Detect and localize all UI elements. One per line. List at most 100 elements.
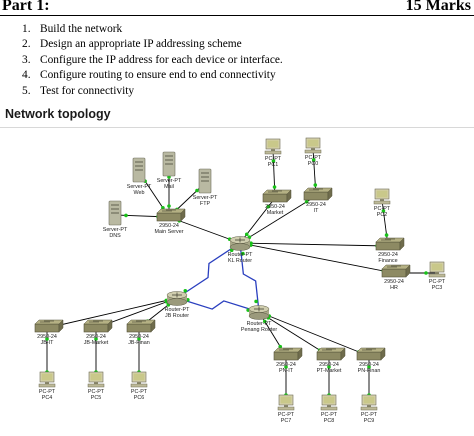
device-name-label: Main Server [154,229,183,235]
link-status-dot [195,188,199,193]
task-text: Build the network [40,23,123,35]
device-name-label: PC9 [364,418,375,424]
link-status-dot [241,251,245,256]
device-name-label: JB Router [165,313,189,319]
task-number: 1. [22,23,31,35]
link-status-dot [313,183,318,187]
switch-icon [303,187,333,201]
device-model-label: PC-PT [361,412,378,418]
ethernet-link [239,195,317,244]
pc-icon [428,261,446,278]
switch-icon [156,208,186,222]
device-model-label: PC-PT [374,206,391,212]
device-model-label: PC-PT [429,279,446,285]
part-title: Part 1: [2,0,50,14]
link-status-dot [424,271,428,275]
device-name-label: HR [390,285,398,291]
marks-label: 15 Marks [405,0,471,14]
device-name-label: JB-Finan [128,340,150,346]
switch-icon [83,319,113,333]
device-name-label: JB-Market [84,340,109,346]
device-model-label: 2950-24 [129,334,149,340]
device-model-label: PC-PT [88,389,105,395]
device-model-label: 2950-24 [384,279,404,285]
device-name-label: DNS [109,233,121,239]
device-name-label: PC6 [134,395,145,401]
device-name-label: PC4 [42,395,53,401]
task-item: 3.Configure the IP address for each devi… [22,53,283,68]
switch-icon [316,347,346,361]
device-model-label: PC-PT [278,412,295,418]
link-status-dot [161,206,165,210]
page-header: Part 1: 15 Marks [0,0,474,16]
serial-link [239,242,260,313]
device-model-label: 2950-24 [359,362,379,368]
device-model-label: PC-PT [321,412,338,418]
device-name-label: PC0 [308,161,319,167]
device-name-label: FTP [200,201,211,207]
switch-icon [375,237,405,251]
task-item: 2.Design an appropriate IP addressing sc… [22,37,283,52]
device-model-label: Server-PT [157,178,182,184]
link-status-dot [304,199,309,204]
ethernet-link [258,311,330,357]
device-model-label: 2950-24 [159,223,179,229]
link-status-dot [124,213,128,218]
link-status-dot [327,365,331,369]
task-number: 3. [22,53,31,66]
link-status-dot [137,337,141,341]
task-item: 5.Test for connectivity [22,84,283,99]
device-model-label: Server-PT [103,227,128,233]
device-model-label: 2950-24 [265,204,285,210]
pc-icon [38,371,56,388]
ethernet-link [239,242,389,247]
pc-icon [264,138,282,155]
link-status-dot [384,233,389,237]
link-status-dot [244,232,249,237]
task-number: 5. [22,84,31,97]
link-status-dot [278,344,283,349]
switch-icon [273,347,303,361]
device-model-label: 2950-24 [378,252,398,258]
device-model-label: PC-PT [305,155,322,161]
server-icon [162,151,176,177]
pc-icon [320,394,338,411]
ethernet-link [239,242,395,274]
device-model-label: Router-PT [247,321,273,327]
link-status-dot [272,185,277,189]
device-model-label: PC-PT [131,389,148,395]
link-status-dot [367,365,371,369]
pc-icon [360,394,378,411]
router-icon [229,236,251,251]
link-status-dot [284,365,288,369]
